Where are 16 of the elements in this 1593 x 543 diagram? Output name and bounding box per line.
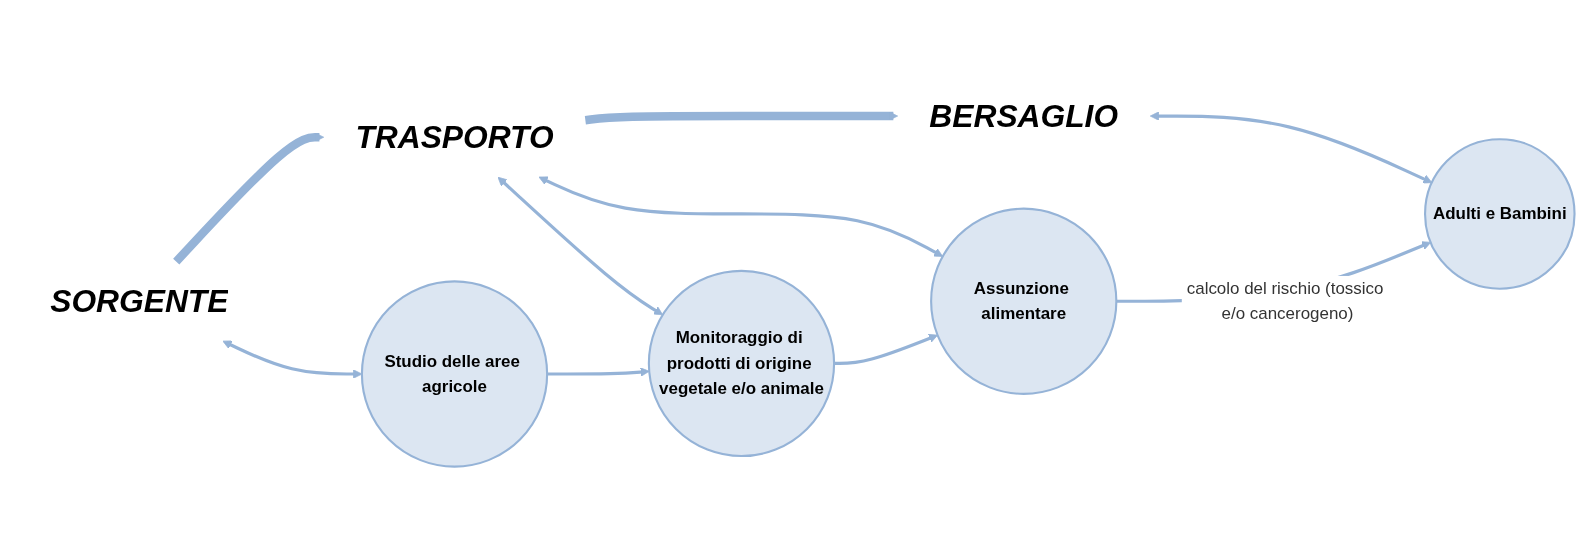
node-circle: Assunzione alimentare (930, 207, 1118, 395)
arrow (497, 176, 664, 316)
arrow (222, 340, 363, 379)
node-text: BERSAGLIO (929, 98, 1119, 134)
arrow (584, 111, 898, 125)
arrow (538, 176, 944, 257)
arrow (173, 132, 325, 265)
node-circle: Monitoraggio di prodotti di origine vegetale e/o animale (647, 269, 836, 458)
node-text: TRASPORTO (355, 119, 554, 155)
node-text: SORGENTE (50, 283, 229, 319)
arrow (1149, 111, 1433, 184)
node-circle: Studio delle aree agricole (360, 280, 549, 468)
node-circle: Adulti e Bambini (1424, 138, 1576, 290)
arrow (547, 367, 650, 377)
arrow (834, 333, 938, 366)
edge-label: calcolo del rischio (tossico e/o cancerogeno) (1186, 279, 1384, 323)
